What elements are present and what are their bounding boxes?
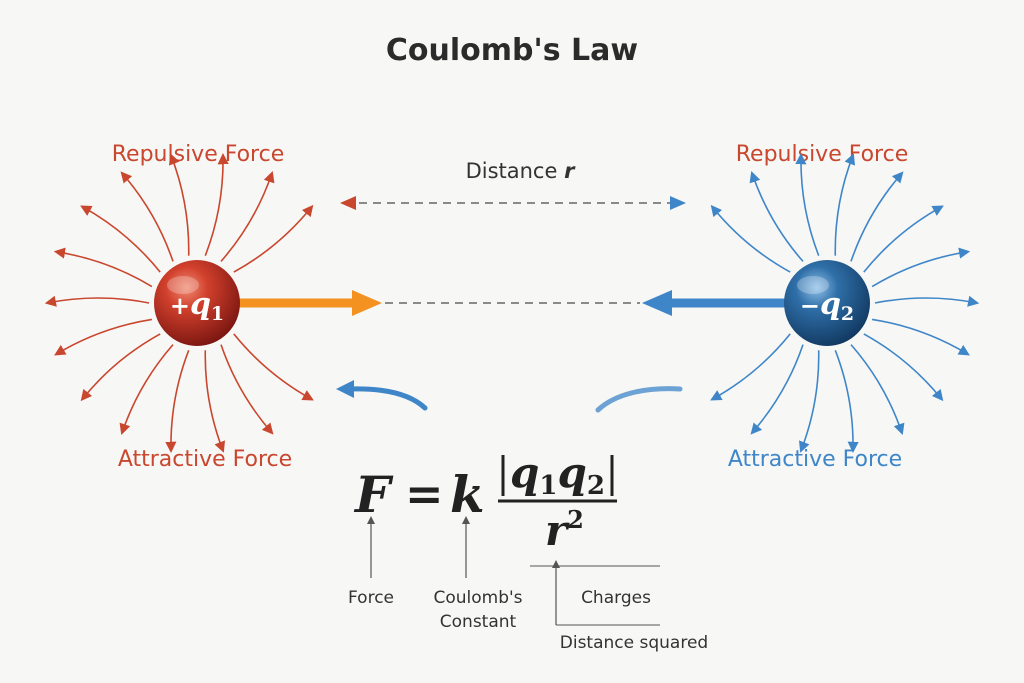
left-field-line-7 [233,204,314,273]
annotation-force: Force [348,588,394,608]
left-field-line-5 [204,153,229,256]
left-field-line-14 [233,333,314,401]
left-field-line-9 [54,318,153,356]
formula-force-symbol: F [353,465,394,524]
left-field-lines [44,153,314,453]
formula-numerator: q1q2 [510,448,605,501]
right-field-line-7 [710,204,791,273]
right-field-line-12 [798,350,820,453]
left-field-line-1 [53,247,153,288]
annotation-constant-line1: Coulomb's [433,588,522,608]
right-field-line-9 [863,333,944,402]
right-field-line-5 [795,153,820,256]
negative-charge-q2: −q2 [784,260,870,346]
left-field-line-10 [119,344,174,436]
left-field-line-2 [80,205,161,273]
right-field-lines [710,153,980,453]
right-field-line-14 [710,333,791,401]
formula-equals: = [405,467,444,521]
left-field-line-11 [165,350,190,453]
svg-text:−q2: −q2 [800,287,854,325]
right-field-line-3 [850,171,904,262]
formula-constant-k: k [450,465,485,524]
right-field-line-2 [863,205,944,273]
lower-curved-arrow-left-head-icon [336,380,354,398]
right-field-line-10 [850,344,905,436]
annotation-constant-line2: Constant [440,612,517,632]
left-field-line-0 [44,295,150,307]
right-field-line-6 [749,170,804,262]
left-field-line-3 [120,171,174,262]
left-field-line-6 [220,170,275,262]
left-field-line-4 [168,153,190,256]
distance-arrowhead-right-icon [670,196,686,210]
right-field-line-0 [874,295,980,307]
attractive-force-label-left: Attractive Force [118,447,292,472]
right-field-line-8 [871,318,970,356]
diagram-title: Coulomb's Law [386,33,638,68]
annotation-arrowhead-constant-icon [462,516,470,524]
lower-curved-arrow-right [595,386,683,413]
formula-denominator: r2 [545,505,584,555]
attraction-arrow-blue-head-icon [642,290,672,316]
annotation-arrowhead-charges-icon [552,560,560,568]
repulsive-force-label-right: Repulsive Force [736,142,909,167]
positive-charge-q1: +q1 [154,260,240,346]
right-field-line-13 [750,344,804,435]
repulsive-force-label-left: Repulsive Force [112,142,285,167]
attraction-arrow-orange-head-icon [352,290,382,316]
left-field-line-12 [204,350,226,453]
lower-curved-arrow-left [347,386,428,411]
annotation-distance-squared: Distance squared [560,633,708,653]
left-field-line-8 [80,333,161,402]
annotation-charges: Charges [581,588,651,608]
distance-label: Distance r [466,159,577,183]
right-field-line-11 [834,350,859,453]
attractive-force-label-right: Attractive Force [728,447,902,472]
coulomb-formula: F = k q1q2 r2 [353,448,617,555]
right-field-line-1 [871,247,971,288]
right-field-line-4 [834,153,856,256]
left-field-line-13 [220,344,274,435]
annotation-arrowhead-force-icon [367,516,375,524]
svg-text:+q1: +q1 [170,287,224,325]
distance-arrowhead-left-icon [340,196,356,210]
